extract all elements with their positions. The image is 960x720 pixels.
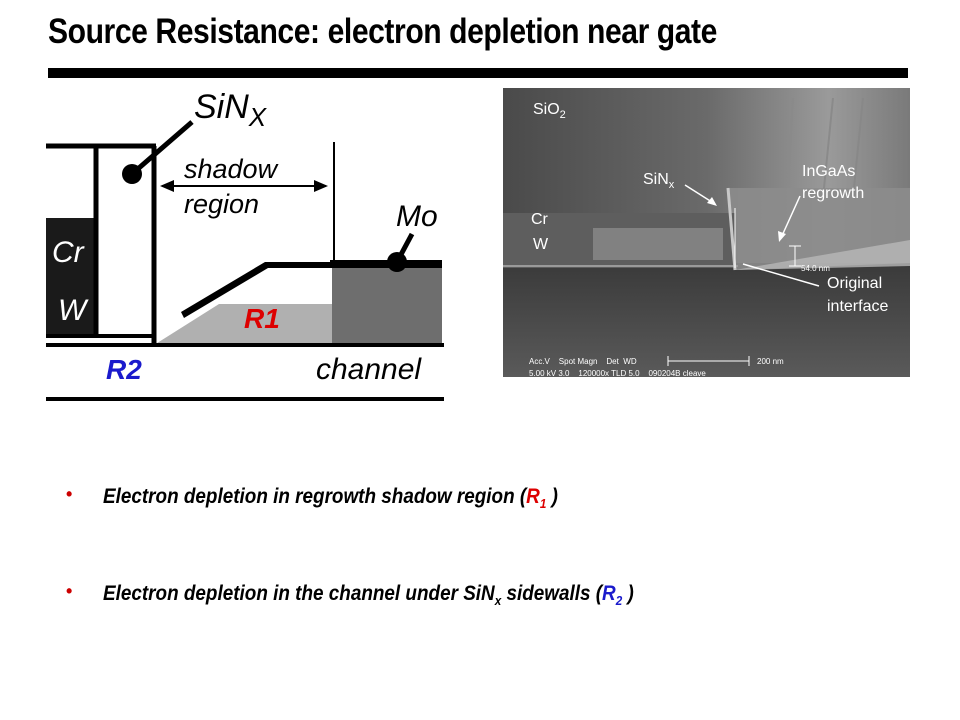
top-contact-line [330, 260, 442, 268]
r2-ref: R2 [602, 582, 623, 609]
sem-scale-label: 200 nm [757, 357, 784, 366]
mo-label: Mo [396, 200, 438, 233]
sinx-marker [122, 164, 142, 184]
sem-ingaas-line1: InGaAs [802, 163, 855, 180]
diagram-sinx-label: SiNX [194, 88, 268, 132]
page-title: Source Resistance: electron depletion ne… [48, 12, 717, 51]
device-cross-section-diagram: SiNX shadow region Mo Cr W R1 R2 channel [46, 88, 444, 401]
sem-original-line2: interface [827, 298, 888, 315]
sem-cr-label: Cr [531, 211, 549, 228]
sem-info-values: 5.00 kV 3.0 120000x TLD 5.0 090204B clea… [529, 369, 706, 377]
sem-measure-label: 54.0 nm [801, 264, 830, 273]
sem-w-label: W [533, 236, 549, 253]
sem-info-header: Acc.V Spot Magn Det WD [529, 357, 637, 366]
shadow-label-line2: region [184, 189, 259, 219]
w-label: W [58, 294, 89, 327]
cr-label: Cr [52, 236, 85, 269]
sem-sinx-label: SiNx [643, 171, 675, 191]
sem-ingaas-line2: regrowth [802, 185, 864, 202]
sem-micrograph: SiO2 SiNx InGaAs regrowth Cr W 54.0 nm O… [503, 88, 910, 377]
r1-ref: R1 [526, 485, 547, 512]
r1-label: R1 [244, 303, 280, 334]
shadow-region-fill [154, 304, 332, 345]
channel-contact-fill [332, 266, 442, 345]
cr-block [46, 218, 94, 280]
mo-marker [387, 252, 407, 272]
sem-sio2-label: SiO2 [533, 101, 566, 121]
bullet-dot: • [66, 581, 73, 601]
channel-label: channel [316, 353, 422, 386]
bullet-dot: • [66, 484, 73, 504]
title-rule [48, 68, 908, 78]
sem-original-line1: Original [827, 275, 882, 292]
regrowth-ramp [181, 262, 330, 318]
w-block [46, 280, 94, 334]
shadow-label-line1: shadow [184, 154, 279, 184]
r2-label: R2 [106, 354, 142, 385]
